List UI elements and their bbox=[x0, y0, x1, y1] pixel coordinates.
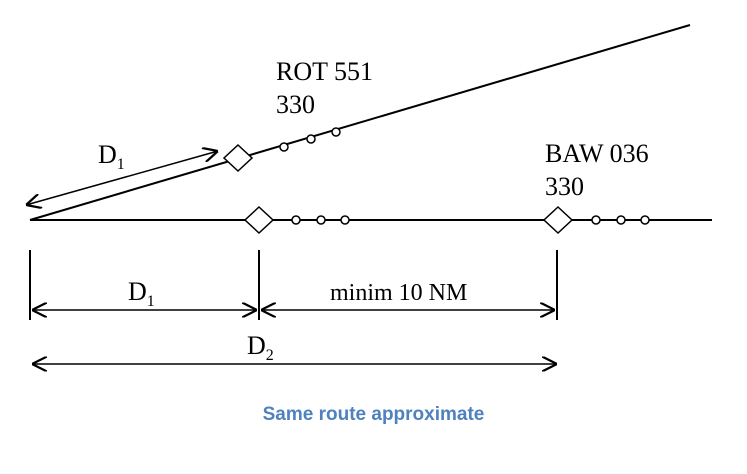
baw036-level: 330 bbox=[545, 172, 584, 201]
figure-caption: Same route approximate bbox=[262, 404, 485, 425]
reference-point-symbol bbox=[243, 205, 350, 235]
d1-upper-arrow bbox=[26, 151, 218, 205]
converging-route-line bbox=[29, 24, 691, 221]
rot551-callsign: ROT 551 bbox=[276, 57, 373, 86]
separation-label: minim 10 NM bbox=[330, 280, 467, 306]
d1-label: D1 bbox=[128, 277, 155, 310]
aircraft-rot551-symbol bbox=[222, 127, 341, 173]
rot551-level: 330 bbox=[276, 90, 315, 119]
baw036-callsign: BAW 036 bbox=[545, 139, 649, 168]
d1-upper-label: D1 bbox=[98, 140, 125, 173]
aircraft-baw036-symbol bbox=[542, 205, 650, 235]
d2-label: D2 bbox=[247, 331, 274, 364]
